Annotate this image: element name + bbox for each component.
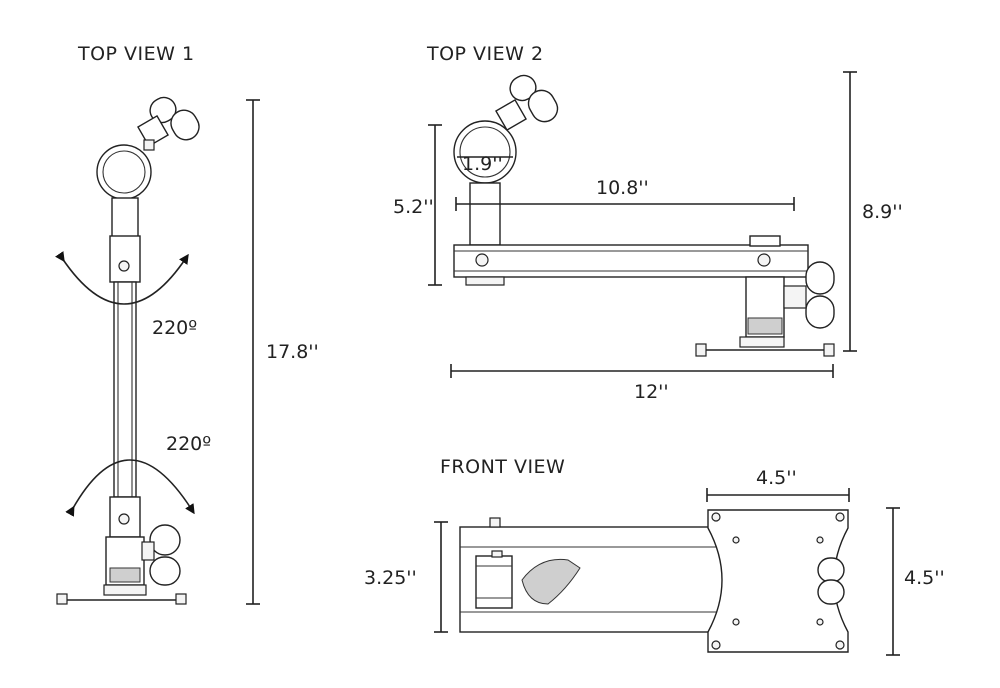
- top2-bracket: [695, 261, 835, 357]
- top2-right-height-label: 8.9'': [862, 201, 903, 223]
- top1-height-label: 17.8'': [266, 341, 319, 363]
- front-view: FRONT VIEW: [364, 456, 945, 656]
- top2-arm-length-label: 10.8'': [596, 177, 649, 199]
- top2-diameter-label: 1.9'': [462, 153, 503, 175]
- front-arm-height-label: 3.25'': [364, 567, 417, 589]
- top1-upper-rotation-label: 220º: [152, 317, 197, 339]
- top-view-1-title: TOP VIEW 1: [77, 43, 195, 65]
- top2-right-height-dimension: [843, 71, 857, 352]
- front-plate-width-label: 4.5'': [756, 467, 797, 489]
- top-view-2: TOP VIEW 2 1.9'': [393, 43, 903, 403]
- top2-clamp-knob: [495, 74, 559, 131]
- front-plate-height-dimension: [886, 507, 900, 656]
- top1-height-dimension: [246, 99, 260, 605]
- front-plate-width-dimension: [706, 488, 850, 502]
- top2-arm-length-dimension: [455, 197, 795, 211]
- top2-base-width-dimension: [450, 364, 834, 378]
- top-view-2-title: TOP VIEW 2: [426, 43, 544, 65]
- top1-base-bracket: [56, 524, 187, 605]
- top1-lower-rotation-arc: [65, 459, 195, 517]
- front-vesa-plate: [707, 509, 849, 653]
- top2-left-height-dimension: [428, 124, 442, 286]
- top1-arm: [109, 197, 141, 538]
- top2-left-height-label: 5.2'': [393, 196, 434, 218]
- top2-arm: [453, 235, 809, 286]
- top1-upper-rotation-arc: [55, 251, 189, 305]
- top2-base-width-label: 12'': [634, 381, 669, 403]
- top-view-1: TOP VIEW 1: [55, 43, 319, 605]
- front-plate-height-label: 4.5'': [904, 567, 945, 589]
- front-arm-height-dimension: [434, 521, 448, 633]
- top1-pole-ring: [96, 144, 152, 200]
- top1-lower-rotation-label: 220º: [166, 433, 211, 455]
- front-view-title: FRONT VIEW: [440, 456, 565, 478]
- top1-clamp-knob: [137, 96, 200, 151]
- top2-pole-ring: [453, 120, 517, 246]
